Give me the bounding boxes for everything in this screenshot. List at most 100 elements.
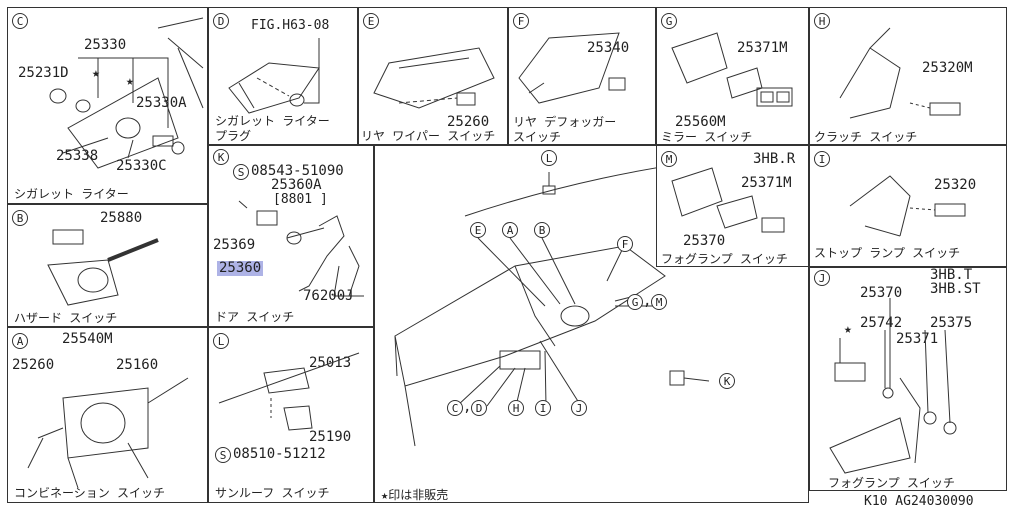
part-25375: 25375 xyxy=(930,315,973,331)
fog-switch-j-drawing xyxy=(829,298,957,474)
part-25190: 25190 xyxy=(309,429,352,445)
caption-door-switch: ドア スイッチ xyxy=(215,310,295,324)
section-letter-m: M xyxy=(661,151,677,167)
section-letter-h: H xyxy=(814,13,830,29)
rear-wiper-switch-drawing xyxy=(373,47,495,109)
panel-e-rear-wiper-switch: E 25260 リヤ ワイパー スイッチ xyxy=(358,7,508,145)
part-25340: 25340 xyxy=(587,40,630,56)
part-25330a: 25330A xyxy=(136,95,187,111)
part-25260: 25260 xyxy=(447,114,490,130)
diagram-code: K10 AG24030090 xyxy=(864,494,974,509)
part-25330c: 25330C xyxy=(116,158,167,174)
callout-f[interactable]: F xyxy=(617,236,633,252)
caption-defogger-line1: リヤ デフォッガー xyxy=(513,115,617,129)
part-76200j: 76200J xyxy=(303,288,354,304)
part-25360a: 25360A xyxy=(271,177,322,193)
section-letter-b: B xyxy=(12,210,28,226)
callout-m[interactable]: M xyxy=(651,294,667,310)
section-letter-a: A xyxy=(12,333,28,349)
caption-hazard-switch: ハザード スイッチ xyxy=(14,311,118,325)
panel-k-door-switch: K S 08543-51090 25360A [8801 ] 25369 253… xyxy=(208,145,374,327)
mirror-switch-drawing xyxy=(671,32,793,107)
star-not-sold: ★ xyxy=(92,66,100,81)
screw-08543-51090: 08543-51090 xyxy=(251,163,344,179)
callout-d[interactable]: D xyxy=(471,400,487,416)
part-25330: 25330 xyxy=(84,37,127,53)
lighter-plug-drawing xyxy=(228,38,320,114)
part-25370: 25370 xyxy=(860,285,903,301)
part-25360-highlighted: 25360 xyxy=(217,260,264,276)
panel-i-stop-lamp-switch: I 25320 ストップ ランプ スイッチ xyxy=(809,145,1007,267)
caption-stop-lamp-switch: ストップ ランプ スイッチ xyxy=(814,246,961,260)
caption-fog-lamp-switch-m: フォグランプ スイッチ xyxy=(661,252,788,266)
section-letter-k: K xyxy=(213,149,229,165)
panel-m-fog-lamp-switch: M 3HB.R 25371M 25370 フォグランプ スイッチ xyxy=(656,145,809,267)
panel-a-combination-switch: A 25540M 25260 25160 コンビネーション スイッチ xyxy=(7,327,208,503)
part-25371m: 25371M xyxy=(741,175,792,191)
callout-comma: , xyxy=(643,293,652,309)
cigarette-lighter-drawing xyxy=(49,17,204,169)
part-25320m: 25320M xyxy=(922,60,973,76)
combination-switch-drawing xyxy=(27,377,189,489)
callout-b[interactable]: B xyxy=(534,222,550,238)
section-letter-g: G xyxy=(661,13,677,29)
section-letter-l: L xyxy=(213,333,229,349)
caption-sunroof-switch: サンルーフ スイッチ xyxy=(215,486,330,500)
callout-h[interactable]: H xyxy=(508,400,524,416)
panel-l-sunroof-switch: L 25013 25190 S 08510-51212 サンルーフ スイッチ xyxy=(208,327,374,503)
callout-i[interactable]: I xyxy=(535,400,551,416)
variant-3hb-r: 3HB.R xyxy=(753,151,796,167)
section-letter-f: F xyxy=(513,13,529,29)
star-not-sold: ★ xyxy=(126,74,134,89)
part-25560m: 25560M xyxy=(675,114,726,130)
star-not-sold: ★ xyxy=(844,322,852,337)
caption-cigarette-lighter: シガレット ライター xyxy=(14,187,129,201)
panel-h-clutch-switch: H 25320M クラッチ スイッチ xyxy=(809,7,1007,145)
part-25369: 25369 xyxy=(213,237,256,253)
callout-comma: , xyxy=(463,399,472,415)
caption-lighter-plug-line1: シガレット ライター xyxy=(215,114,330,128)
panel-j-fog-lamp-switch: J 3HB.T 3HB.ST 25370 ★ 25742 25375 25371… xyxy=(809,267,1007,491)
panel-c-cigarette-lighter: C 25330 25231D ★ ★ 25330A 25338 25330C シ… xyxy=(7,7,208,204)
part-25260: 25260 xyxy=(12,357,55,373)
variant-3hb-t: 3HB.T xyxy=(930,267,973,283)
panel-main-dashboard: L E A B F G , M C , D H I J K ★印は非販売 xyxy=(374,145,809,503)
panel-d-lighter-plug: D FIG.H63-08 シガレット ライター プラグ xyxy=(208,7,358,145)
door-switch-drawing xyxy=(238,200,364,297)
part-25231d: 25231D xyxy=(18,65,69,81)
caption-combination-switch: コンビネーション スイッチ xyxy=(14,486,165,500)
callout-g[interactable]: G xyxy=(627,294,643,310)
section-letter-i: I xyxy=(814,151,830,167)
clutch-switch-drawing xyxy=(839,27,961,119)
caption-mirror-switch: ミラー スイッチ xyxy=(661,130,753,144)
section-letter-e: E xyxy=(363,13,379,29)
caption-defogger-line2: スイッチ xyxy=(513,130,562,144)
panel-f-rear-defogger-switch: F 25340 リヤ デフォッガー スイッチ xyxy=(508,7,656,145)
caption-lighter-plug-line2: プラグ xyxy=(215,129,252,143)
callout-k[interactable]: K xyxy=(719,373,735,389)
screw-symbol-s: S xyxy=(233,164,249,180)
legend-not-sold: ★印は非販売 xyxy=(381,488,449,502)
callout-c[interactable]: C xyxy=(447,400,463,416)
part-25742: 25742 xyxy=(860,315,903,331)
figure-reference: FIG.H63-08 xyxy=(251,18,330,33)
sunroof-switch-drawing xyxy=(218,352,360,431)
rear-defogger-switch-drawing xyxy=(518,32,626,104)
date-range-8801: [8801 ] xyxy=(273,192,328,207)
caption-fog-lamp-switch-j: フォグランプ スイッチ xyxy=(828,476,955,490)
callout-j[interactable]: J xyxy=(571,400,587,416)
callout-l[interactable]: L xyxy=(541,150,557,166)
part-25540m: 25540M xyxy=(62,331,113,347)
hazard-switch-drawing xyxy=(47,229,159,306)
screw-08510-51212: 08510-51212 xyxy=(233,446,326,462)
variant-3hb-st: 3HB.ST xyxy=(930,281,981,297)
part-25371: 25371 xyxy=(896,331,939,347)
part-25160: 25160 xyxy=(116,357,159,373)
panel-g-mirror-switch: G 25371M 25560M ミラー スイッチ xyxy=(656,7,809,145)
callout-a[interactable]: A xyxy=(502,222,518,238)
callout-e[interactable]: E xyxy=(470,222,486,238)
part-25371m: 25371M xyxy=(737,40,788,56)
caption-clutch-switch: クラッチ スイッチ xyxy=(814,130,918,144)
panel-b-hazard-switch: B 25880 ハザード スイッチ xyxy=(7,204,208,327)
stop-lamp-switch-drawing xyxy=(849,175,966,237)
